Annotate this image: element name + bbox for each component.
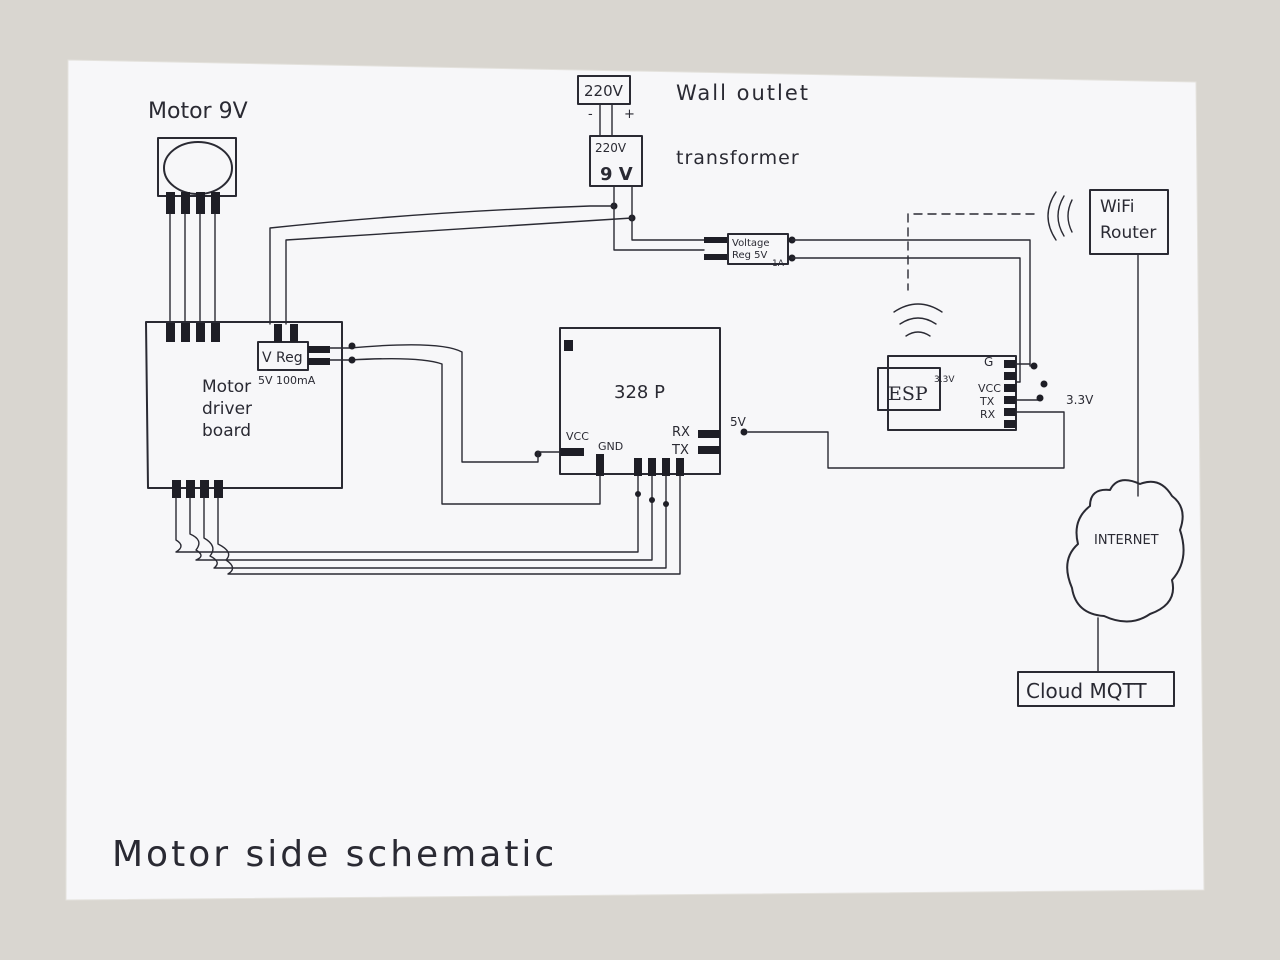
vreg-small: V Reg 5V 100mA	[257, 324, 330, 387]
transformer: 220V 9 V transformer	[589, 135, 800, 222]
motor-driver-board: Motor driver board	[145, 321, 343, 498]
voltage-reg-line2: Reg 5V	[732, 250, 768, 261]
motor-driver-line1: Motor	[202, 377, 251, 397]
esp-voltage: 3.3V	[934, 375, 955, 385]
esp-pin-rx: RX	[980, 408, 996, 421]
mcu-label: 328 P	[614, 382, 665, 403]
wifi-router: WiFi Router	[907, 189, 1169, 497]
esp-pin-g: G	[984, 355, 993, 369]
mcu-5v: 5V	[730, 415, 747, 429]
voltage-reg-line1: Voltage	[732, 238, 770, 249]
vreg-small-rating: 5V 100mA	[258, 374, 316, 387]
internet-label: INTERNET	[1094, 533, 1159, 548]
mcu-tx: TX	[671, 443, 689, 458]
cloud-mqtt: Cloud MQTT	[1017, 671, 1175, 707]
mcu-gnd: GND	[598, 440, 623, 453]
wire-driver-in4	[217, 475, 681, 575]
wall-outlet-plus: +	[624, 107, 635, 122]
mcu-rx: RX	[672, 425, 690, 440]
wire-9v-to-vreg-b	[285, 185, 633, 325]
wire-driver-in2	[189, 475, 653, 561]
wall-outlet-minus: -	[588, 107, 593, 122]
mcu-328p: 328 P VCC GND RX TX 5V	[534, 327, 748, 476]
esp-supply: 3.3V	[1066, 393, 1094, 407]
wire-driver-in3	[203, 475, 667, 569]
mcu-vcc: VCC	[566, 430, 589, 443]
wire-driver-in1	[175, 475, 639, 553]
transformer-top: 220V	[595, 141, 627, 155]
internet-cloud: INTERNET	[1066, 479, 1185, 673]
schematic-title: Motor side schematic	[112, 834, 557, 875]
vreg-small-label: V Reg	[262, 350, 303, 366]
wall-outlet: 220V - + Wall outlet	[577, 75, 810, 137]
transformer-bottom: 9 V	[600, 164, 633, 185]
wifi-router-line1: WiFi	[1100, 197, 1134, 217]
cloud-mqtt-label: Cloud MQTT	[1026, 679, 1147, 703]
esp-label: ESP	[888, 383, 928, 405]
motor-driver-line2: driver	[202, 399, 252, 419]
wall-outlet-caption: Wall outlet	[676, 81, 810, 105]
wifi-router-line2: Router	[1100, 223, 1156, 243]
motor: Motor 9V	[148, 99, 248, 342]
wire-vreg-to-gnd	[329, 357, 601, 505]
wire-9v-to-vreg-a	[269, 185, 615, 325]
esp-module: ESP 3.3V G VCC TX RX 3.3V	[747, 303, 1094, 469]
esp-pin-tx: TX	[979, 395, 995, 408]
wall-outlet-voltage: 220V	[584, 82, 624, 100]
motor-label: Motor 9V	[148, 99, 248, 124]
paper-sheet	[65, 59, 1205, 901]
esp-pin-vcc: VCC	[978, 382, 1001, 395]
wire-vreg-to-vcc	[329, 344, 561, 463]
voltage-reg-line3: 1A	[772, 259, 785, 269]
motor-driver-line3: board	[202, 421, 251, 441]
voltage-reg-5v: Voltage Reg 5V 1A	[613, 205, 1031, 383]
transformer-caption: transformer	[676, 147, 800, 169]
